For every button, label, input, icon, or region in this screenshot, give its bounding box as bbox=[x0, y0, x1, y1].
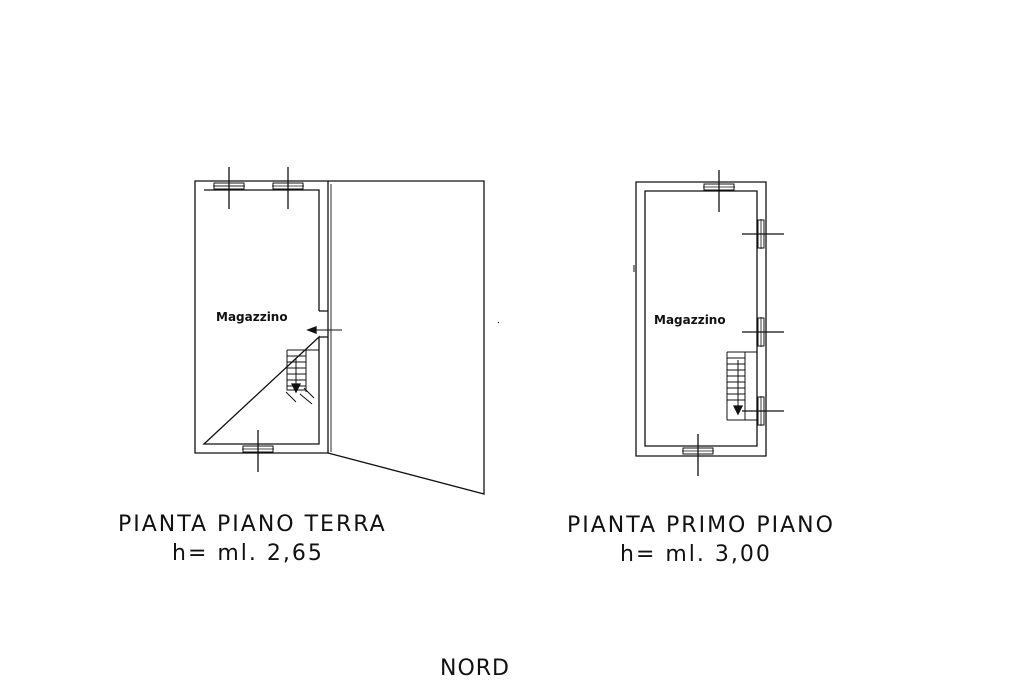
first-floor-height: h= ml. 3,00 bbox=[620, 542, 772, 567]
ground-floor-staircase bbox=[285, 349, 319, 405]
ground-floor-window-bottom bbox=[242, 430, 274, 472]
ground-floor-window-top-right bbox=[272, 167, 304, 209]
first-floor-window-right-1 bbox=[742, 219, 784, 249]
ground-floor-entry-arrow bbox=[306, 326, 342, 334]
north-label: NORD bbox=[440, 656, 510, 681]
ground-floor-plan bbox=[194, 167, 485, 495]
ground-floor-window-top-left bbox=[213, 167, 245, 209]
ground-floor-inner-wall bbox=[202, 189, 320, 445]
first-floor-window-right-3 bbox=[742, 396, 784, 426]
ground-floor-door-jamb bbox=[319, 310, 328, 338]
first-floor-outer-wall bbox=[635, 181, 767, 457]
ground-floor-courtyard-outline bbox=[327, 180, 485, 495]
first-floor-inner-wall bbox=[644, 190, 758, 447]
first-floor-window-right-2 bbox=[742, 317, 784, 347]
first-floor-room-label: Magazzino bbox=[654, 313, 726, 327]
first-floor-staircase bbox=[726, 351, 757, 421]
first-floor-window-top bbox=[703, 170, 735, 212]
ground-floor-title: PIANTA PIANO TERRA bbox=[118, 512, 387, 537]
ground-floor-room-label: Magazzino bbox=[216, 310, 288, 324]
ground-floor-height: h= ml. 2,65 bbox=[172, 541, 324, 566]
first-floor-plan bbox=[635, 170, 784, 476]
first-floor-title: PIANTA PRIMO PIANO bbox=[567, 513, 835, 538]
drafting-mark bbox=[497, 321, 500, 324]
first-floor-window-bottom bbox=[682, 434, 714, 476]
